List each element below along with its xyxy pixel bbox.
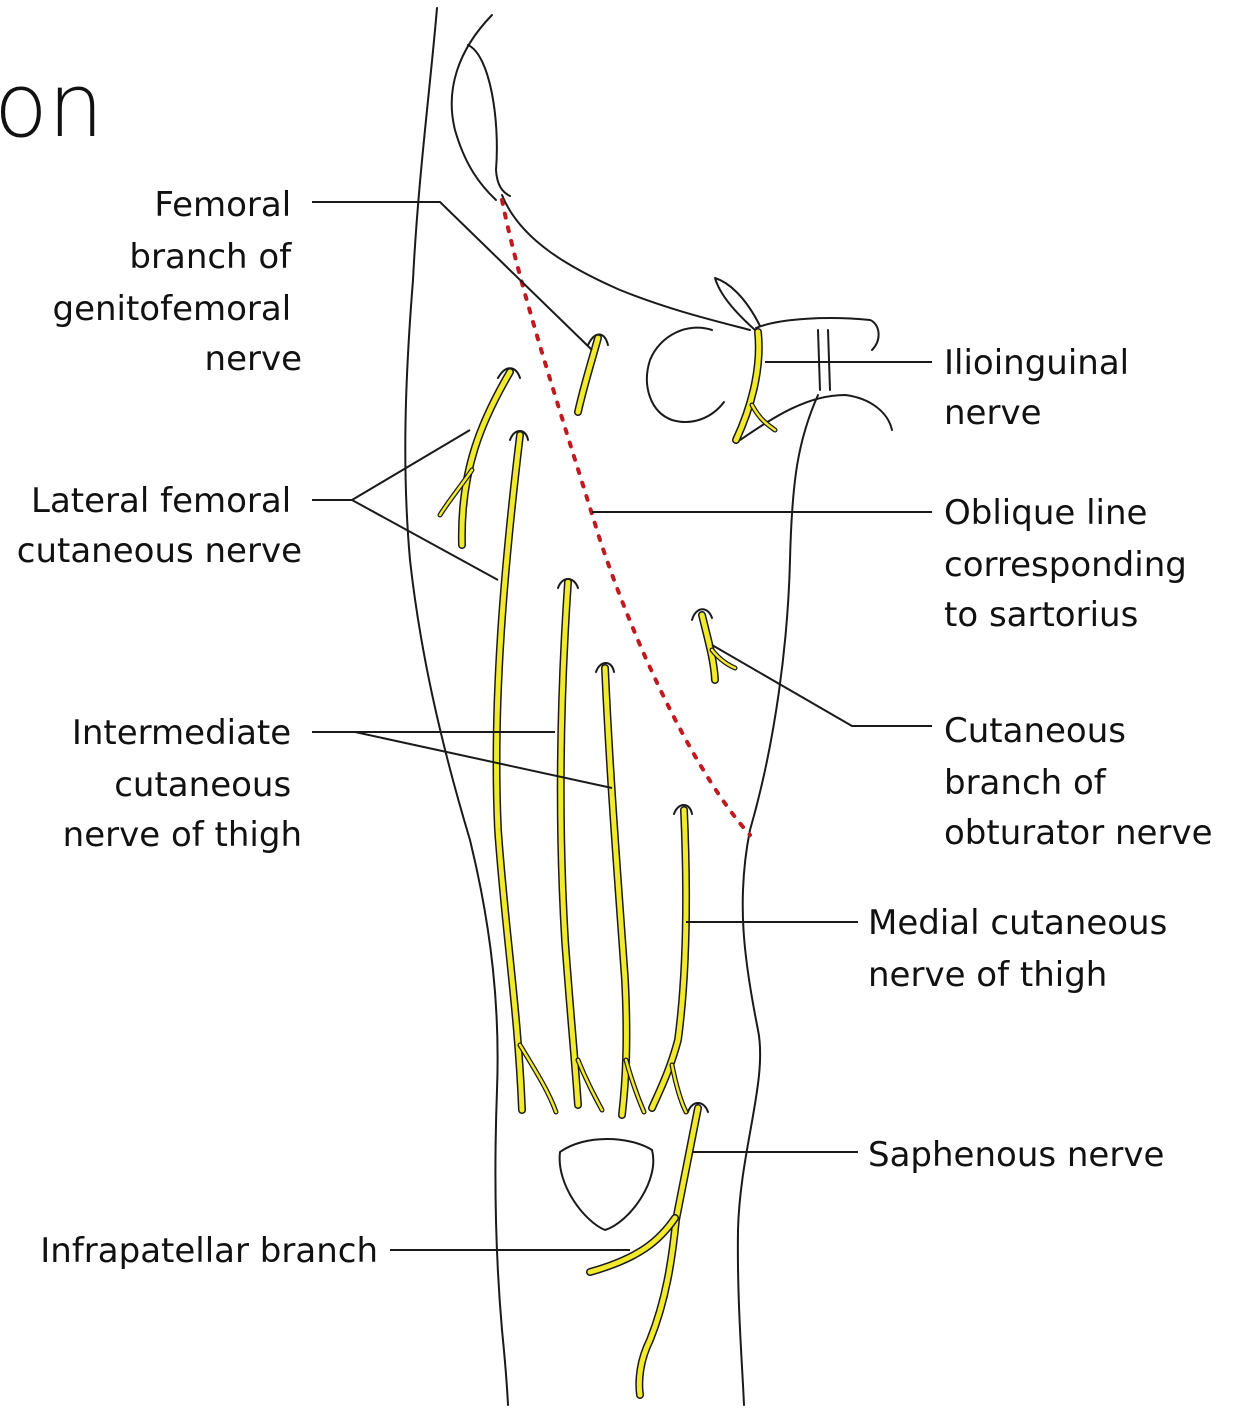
label-oblique-line: Oblique line corresponding to sartorius	[944, 493, 1198, 635]
patella	[560, 1139, 654, 1230]
intermediate-cutaneous-nerve-1	[561, 582, 602, 1110]
label-infrapatellar: Infrapatellar branch	[40, 1231, 378, 1271]
leader-obturator	[712, 645, 932, 726]
saphenous-nerve-line	[639, 1108, 698, 1395]
label-saphenous: Saphenous nerve	[868, 1135, 1164, 1175]
label-medial-cutaneous: Medial cutaneous nerve of thigh	[868, 903, 1178, 995]
heading-fragment: on	[0, 54, 104, 157]
scrotal-contour	[647, 328, 724, 422]
label-ilioinguinal: Ilioinguinal nerve	[944, 343, 1140, 433]
leader-femoral-branch	[312, 202, 592, 350]
intermediate-cutaneous-nerve-2	[605, 668, 644, 1115]
lateral-femoral-anterior-branch	[440, 372, 510, 545]
femoral-branch-nerve	[578, 338, 598, 412]
infrapatellar-branch-line	[590, 1218, 675, 1272]
label-femoral-branch: Femoral branch of genitofemoral nerve	[52, 185, 302, 379]
oblique-sartorius-line	[502, 200, 750, 835]
penis-left	[818, 330, 830, 390]
nerve-group	[440, 332, 775, 1395]
medial-cutaneous-nerve	[652, 810, 686, 1112]
label-obturator: Cutaneous branch of obturator nerve	[944, 711, 1212, 853]
leader-intermediate	[312, 732, 612, 788]
inguinal-fold	[502, 195, 750, 330]
iliac-crest-outer	[452, 15, 496, 200]
label-intermediate: Intermediate cutaneous nerve of thigh	[63, 713, 302, 855]
label-lateral-femoral: Lateral femoral cutaneous nerve	[17, 481, 302, 571]
obturator-cutaneous-nerve	[702, 615, 735, 680]
medial-thigh-contour	[738, 395, 818, 1405]
ilioinguinal-nerve-line	[736, 332, 775, 440]
